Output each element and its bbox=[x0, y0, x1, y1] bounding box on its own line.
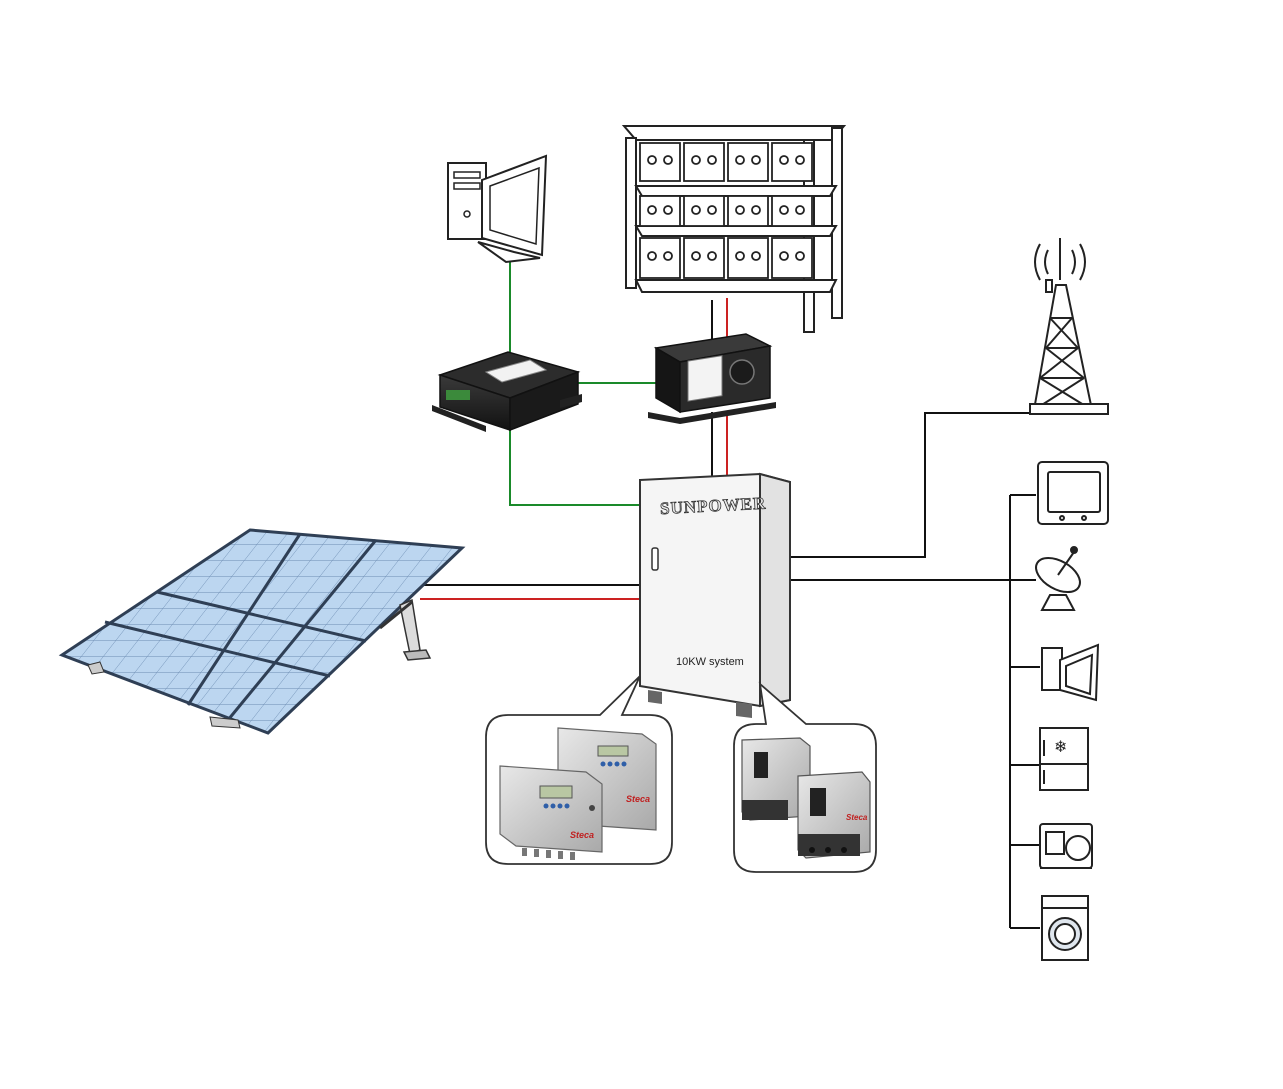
solar-panel-array bbox=[58, 528, 466, 735]
main-cabinet: SUNPOWER 10KW system bbox=[639, 472, 791, 718]
tv-icon bbox=[1037, 461, 1109, 525]
wiring bbox=[418, 262, 1040, 929]
solar-panel-surface bbox=[58, 528, 466, 735]
charge-controller-callout: Steca Steca bbox=[485, 675, 673, 865]
inverter-front-brand: Steca bbox=[846, 813, 868, 822]
satellite-dish-icon bbox=[1035, 546, 1081, 611]
pc-monitor bbox=[481, 154, 548, 257]
inverter-back bbox=[741, 737, 811, 821]
computer-icon bbox=[1041, 643, 1100, 702]
charge-controller-front: Steca bbox=[499, 765, 603, 860]
shunt-monitor-unit bbox=[648, 333, 776, 424]
data-monitor-unit bbox=[432, 351, 582, 432]
cell-tower-icon bbox=[1029, 238, 1109, 415]
data-wire-monitor-to-cabinet bbox=[509, 420, 640, 506]
refrigerator-icon: ❄ bbox=[1039, 727, 1089, 791]
battery-row-1 bbox=[639, 142, 813, 182]
charge-controller-back-brand: Steca bbox=[626, 794, 650, 804]
desktop-computer bbox=[447, 154, 548, 264]
snowflake-glyph: ❄ bbox=[1054, 737, 1067, 756]
battery-rack bbox=[621, 125, 847, 333]
cabinet-caption: 10KW system bbox=[676, 656, 744, 668]
battery-row-3 bbox=[639, 237, 813, 279]
charge-controller-front-brand: Steca bbox=[570, 830, 594, 840]
inverter-front: Steca bbox=[797, 771, 871, 859]
cabinet-brand: SUNPOWER bbox=[660, 494, 767, 519]
washing-machine-icon bbox=[1041, 895, 1089, 961]
inverter-callout: Steca bbox=[733, 681, 877, 873]
tower-wire bbox=[790, 412, 1030, 558]
battery-row-2 bbox=[639, 195, 813, 227]
generator-icon bbox=[1039, 823, 1093, 869]
